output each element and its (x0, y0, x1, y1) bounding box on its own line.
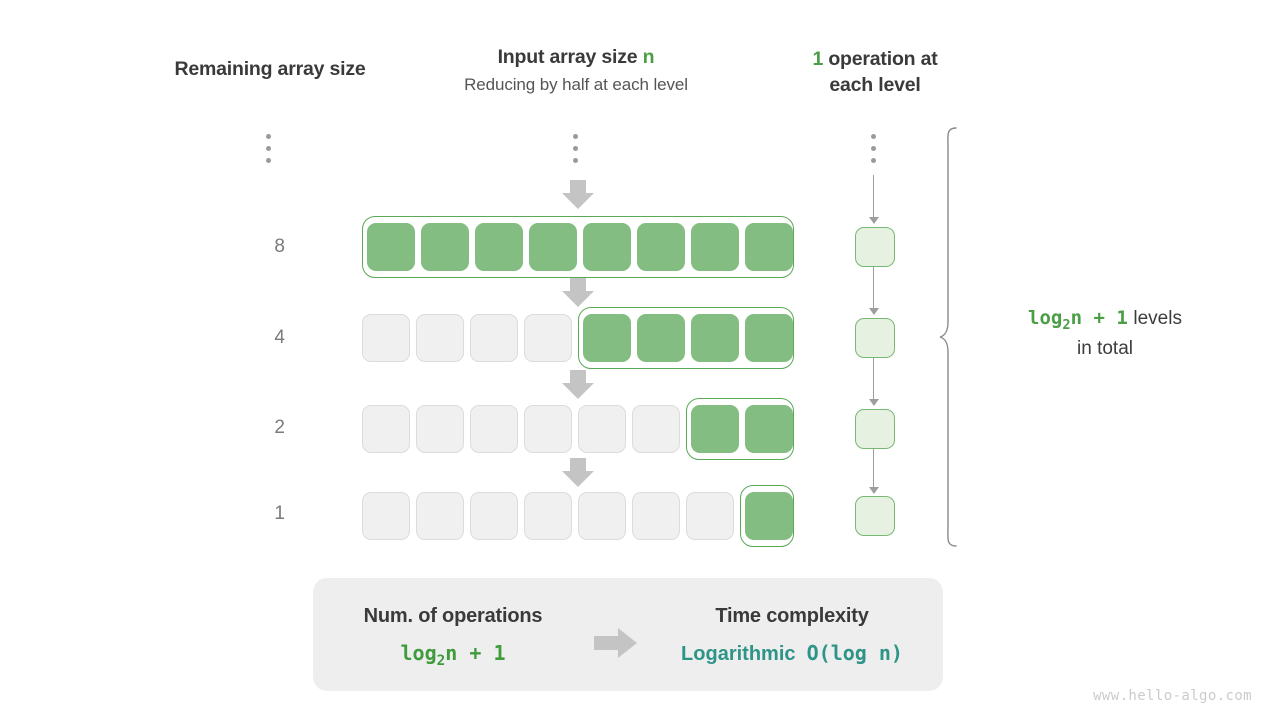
dot (573, 134, 578, 139)
levels-brace-icon (938, 126, 968, 553)
ellipsis-left-column (266, 134, 272, 163)
summary-complexity-value: Logarithmic O(log n) (681, 641, 903, 665)
array-cell (691, 314, 739, 362)
summary-complexity-title: Time complexity (715, 605, 869, 627)
array-cell (524, 405, 572, 453)
connector-line (873, 449, 875, 490)
array-cell (632, 405, 680, 453)
dot (266, 158, 271, 163)
operation-box-level-1 (855, 496, 895, 536)
levels-annotation: log2n + 1 levels in total (980, 303, 1230, 364)
header-left-label: Remaining array size (174, 58, 366, 80)
array-cell (416, 314, 464, 362)
operation-box-level-2 (855, 409, 895, 449)
levels-in-total: in total (1077, 338, 1133, 360)
array-cell (745, 405, 793, 453)
array-cell (745, 492, 793, 540)
array-cell (637, 314, 685, 362)
dot (573, 146, 578, 151)
array-cell (524, 492, 572, 540)
header-mid-subtitle: Reducing by half at each level (464, 75, 688, 94)
connector-line (873, 358, 875, 402)
summary-operations-title: Num. of operations (363, 605, 543, 627)
array-cell (416, 405, 464, 453)
site-watermark: www.hello-algo.com (1093, 688, 1252, 704)
array-cell (637, 223, 685, 271)
array-cell (578, 405, 626, 453)
summary-complexity-column: Time complexity Logarithmic O(log n) (672, 605, 912, 666)
levels-word: levels (1133, 308, 1182, 329)
dot (266, 146, 271, 151)
header-mid-variable-n: n (642, 46, 655, 68)
array-cell (686, 492, 734, 540)
array-cell (524, 314, 572, 362)
array-cell (529, 223, 577, 271)
row-label-2: 2 (274, 417, 285, 438)
header-input-array-size: Input array size n Reducing by half at e… (420, 46, 732, 95)
ellipsis-middle-column (573, 134, 579, 163)
active-range-outline-8 (362, 216, 794, 278)
header-right-line1: 1 operation at (780, 46, 970, 72)
array-cell (470, 405, 518, 453)
header-mid-title-text: Input array size (497, 46, 643, 68)
ellipsis-right-column (871, 134, 877, 163)
array-cell (583, 223, 631, 271)
array-cell (691, 223, 739, 271)
arrow-head-icon (869, 399, 879, 406)
array-cell (475, 223, 523, 271)
array-cell (583, 314, 631, 362)
active-range-outline-1 (740, 485, 794, 547)
header-operations-per-level: 1 operation at each level (780, 46, 970, 99)
header-right-line2: each level (829, 74, 921, 97)
header-remaining-array-size: Remaining array size (120, 58, 420, 81)
array-cell (745, 314, 793, 362)
levels-formula-line: log2n + 1 levels (980, 303, 1230, 335)
header-mid-title: Input array size n (420, 46, 732, 69)
array-cell (632, 492, 680, 540)
row-label-4: 4 (274, 327, 285, 348)
operation-box-level-4 (855, 318, 895, 358)
levels-formula: log2n + 1 (1028, 307, 1128, 333)
summary-operations-column: Num. of operations log2n + 1 (333, 605, 573, 669)
array-cell (578, 492, 626, 540)
arrow-head-icon (869, 308, 879, 315)
array-cell (367, 223, 415, 271)
dot (573, 158, 578, 163)
array-cell (362, 492, 410, 540)
active-range-outline-2 (686, 398, 794, 460)
header-right-rest: operation at (823, 48, 938, 70)
dot (871, 158, 876, 163)
connector-line (873, 267, 875, 311)
summary-operations-value: log2n + 1 (400, 641, 506, 669)
implies-arrow-icon (594, 627, 638, 664)
array-cell (745, 223, 793, 271)
array-cell (416, 492, 464, 540)
row-label-8: 8 (274, 236, 285, 257)
array-cell (362, 314, 410, 362)
summary-panel (313, 578, 943, 691)
dot (871, 134, 876, 139)
dot (266, 134, 271, 139)
dot (871, 146, 876, 151)
array-cell (362, 405, 410, 453)
row-label-1: 1 (274, 503, 285, 524)
arrow-head-icon (869, 217, 879, 224)
array-cell (421, 223, 469, 271)
connector-line (873, 175, 875, 219)
array-cell (470, 314, 518, 362)
array-cell (691, 405, 739, 453)
operation-box-level-8 (855, 227, 895, 267)
header-right-count: 1 (812, 48, 824, 70)
active-range-outline-4 (578, 307, 794, 369)
array-cell (470, 492, 518, 540)
arrow-head-icon (869, 487, 879, 494)
